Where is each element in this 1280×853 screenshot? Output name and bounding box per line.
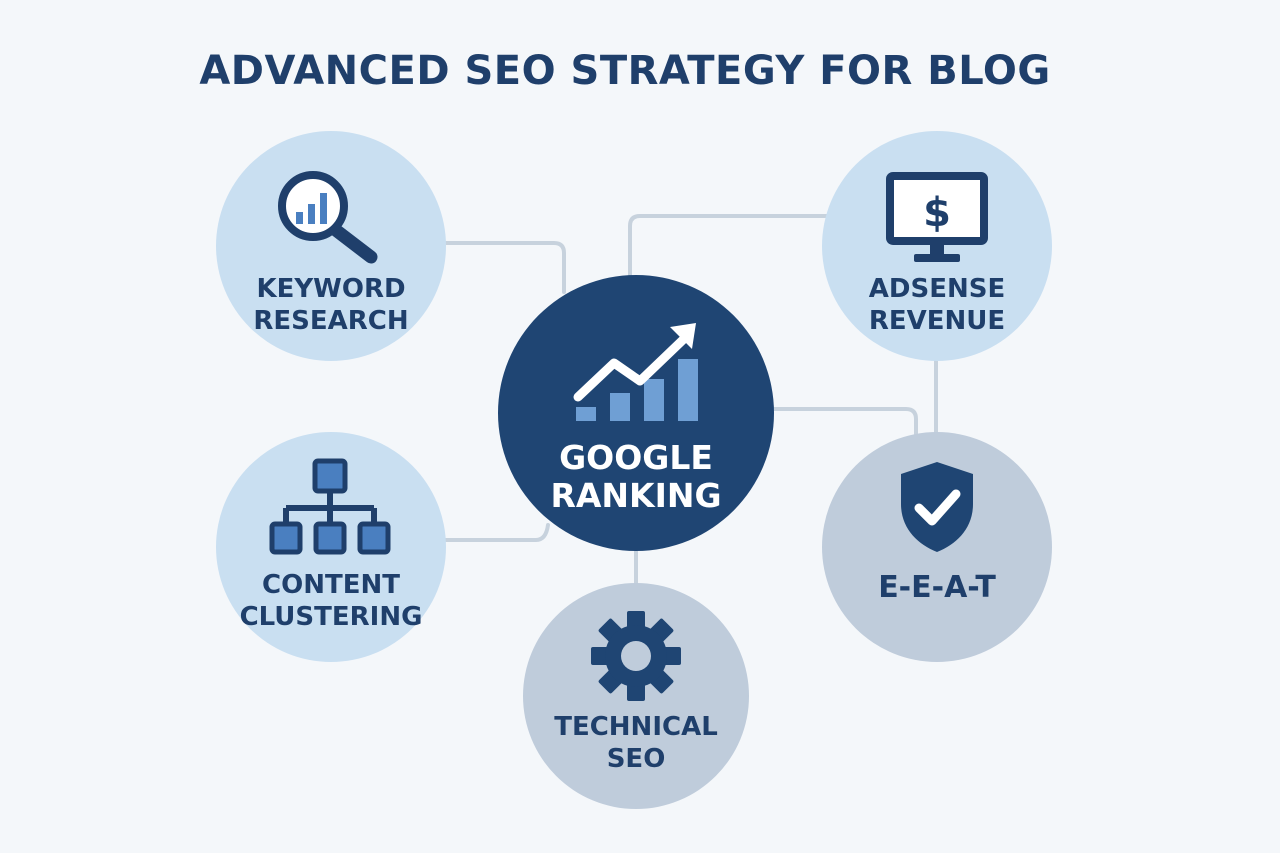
node-adsense-label: ADSENSE REVENUE	[868, 274, 1006, 336]
node-center-label: GOOGLE RANKING	[550, 438, 722, 515]
connector-eeat	[772, 407, 918, 436]
node-content-clustering: CONTENT CLUSTERING	[216, 432, 446, 662]
node-content-label: CONTENT CLUSTERING	[239, 570, 423, 632]
node-keyword-research: KEYWORD RESEARCH	[216, 131, 446, 361]
node-adsense-revenue: $ ADSENSE REVENUE	[822, 131, 1052, 361]
gear-icon	[591, 611, 681, 701]
hierarchy-icon	[269, 458, 391, 555]
connector-adsense	[628, 214, 830, 278]
node-keyword-label: KEYWORD RESEARCH	[253, 274, 409, 336]
node-eeat-label: E-E-A-T	[878, 570, 996, 605]
node-google-ranking: GOOGLE RANKING	[498, 275, 774, 551]
svg-text:$: $	[923, 190, 951, 236]
monitor-dollar-icon: $	[886, 172, 988, 262]
node-technical-seo: TECHNICAL SEO	[523, 583, 749, 809]
node-technical-label: TECHNICAL SEO	[554, 712, 718, 774]
growth-chart-icon	[573, 323, 698, 421]
connector-content	[440, 523, 550, 542]
connector-keyword	[438, 241, 566, 294]
diagram-title: ADVANCED SEO STRATEGY FOR BLOG	[199, 48, 1051, 94]
magnifier-chart-icon	[278, 171, 378, 264]
shield-check-icon	[901, 462, 973, 552]
node-eeat: E-E-A-T	[822, 432, 1052, 662]
